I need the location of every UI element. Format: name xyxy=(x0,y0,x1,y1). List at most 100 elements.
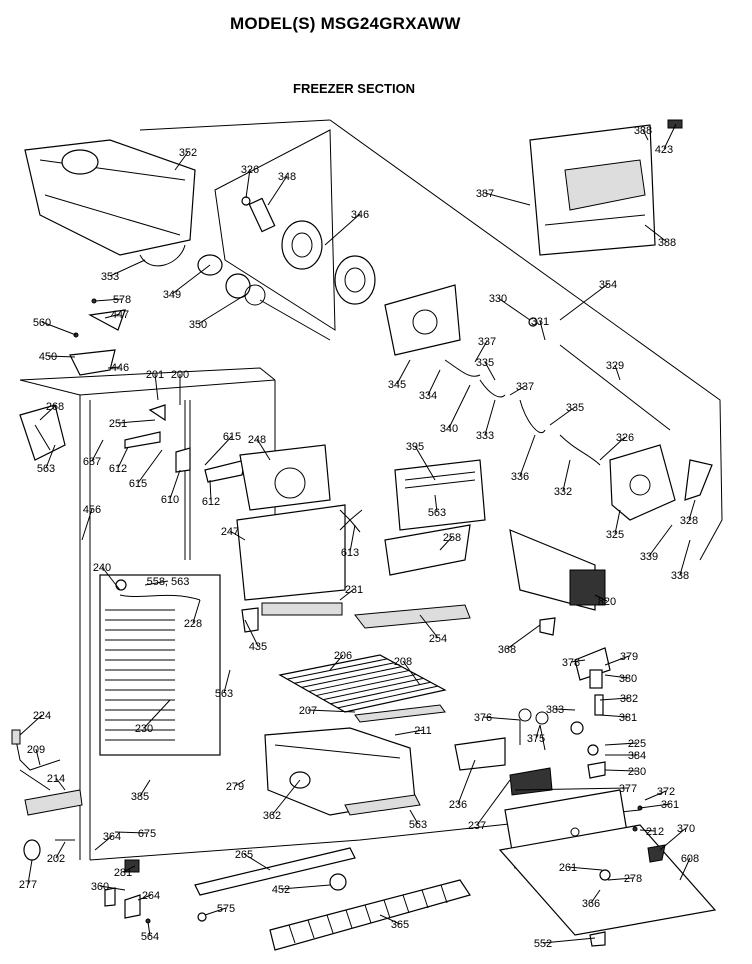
part-number-label: 388 xyxy=(634,125,652,137)
leader-line xyxy=(229,530,246,541)
grille-slat xyxy=(402,894,410,914)
leader-line xyxy=(688,499,696,521)
part-number-label: 212 xyxy=(646,826,664,838)
leader-line xyxy=(324,213,361,246)
part-number-label: 200 xyxy=(171,369,189,381)
callout-labels: 3523263483464233883873883533493503545784… xyxy=(0,0,699,950)
part-number-label: 325 xyxy=(606,529,624,541)
dispenser-door xyxy=(529,119,683,256)
leader-line xyxy=(137,894,152,901)
part-number-label: 564 xyxy=(141,931,159,943)
leader-line xyxy=(147,921,151,937)
leader-line xyxy=(549,406,576,426)
leader-line xyxy=(639,803,671,809)
leader-lines xyxy=(19,123,696,944)
part-number-label: 612 xyxy=(109,463,127,475)
leader-line xyxy=(243,853,271,871)
leader-line xyxy=(109,259,146,277)
leader-line xyxy=(604,674,629,679)
part-number-label: 328 xyxy=(680,515,698,527)
part-number-label: 612 xyxy=(202,496,220,508)
part-number-label: 231 xyxy=(345,584,363,596)
part-number-label: 370 xyxy=(677,823,695,835)
leader-line xyxy=(604,742,638,746)
icemaker-module xyxy=(509,529,606,636)
rack-wire xyxy=(337,685,438,709)
part-number-label: 335 xyxy=(476,357,494,369)
icemaker xyxy=(609,444,713,521)
part-number-label: 687 xyxy=(83,456,101,468)
leader-line xyxy=(514,787,629,791)
leader-line xyxy=(539,320,546,341)
rack-wire xyxy=(301,666,402,688)
leader-line xyxy=(174,151,189,171)
part-number-label: 610 xyxy=(161,494,179,506)
part-number-label: 376 xyxy=(474,712,492,724)
leader-line xyxy=(349,524,356,553)
rack-wire xyxy=(323,677,424,701)
section-title: FREEZER SECTION xyxy=(293,81,416,96)
leader-line xyxy=(91,439,104,462)
part-number-label: 378 xyxy=(562,657,580,669)
part-number-label: 675 xyxy=(138,828,156,840)
rack-wire xyxy=(287,658,388,680)
part-number-label: 563 xyxy=(37,463,55,475)
leader-line xyxy=(99,885,126,891)
leader-line xyxy=(19,714,43,736)
part-number-label: 338 xyxy=(671,570,689,582)
leader-line xyxy=(679,857,691,881)
grille-slat xyxy=(326,914,334,934)
part-number-label: 379 xyxy=(620,651,638,663)
part-number-label: 264 xyxy=(142,890,160,902)
leader-line xyxy=(94,298,123,302)
rack-wire xyxy=(330,681,431,705)
bottom-rail xyxy=(194,847,356,922)
leader-line xyxy=(599,714,629,718)
part-number-label: 452 xyxy=(272,884,290,896)
tubing-and-rails xyxy=(11,729,83,861)
leader-line xyxy=(244,619,259,647)
part-number-label: 575 xyxy=(217,903,235,915)
leader-line xyxy=(55,777,66,791)
leader-line xyxy=(642,129,649,141)
part-number-label: 279 xyxy=(226,781,244,793)
leader-line xyxy=(476,779,511,826)
part-number-label: 613 xyxy=(341,547,359,559)
part-number-label: 329 xyxy=(606,360,624,372)
leader-line xyxy=(604,769,638,772)
leader-line xyxy=(81,508,93,541)
leader-line xyxy=(402,660,421,686)
part-number-label: 251 xyxy=(109,418,127,430)
part-number-label: 450 xyxy=(39,351,57,363)
leader-line xyxy=(570,659,586,663)
part-number-label: 281 xyxy=(114,867,132,879)
auger-assembly xyxy=(197,129,376,341)
ice-bucket xyxy=(24,139,196,267)
part-number-label: 261 xyxy=(559,862,577,874)
leader-line xyxy=(506,624,541,650)
leader-line xyxy=(101,566,121,591)
part-number-label: 331 xyxy=(531,316,549,328)
part-number-label: 578 xyxy=(113,294,131,306)
part-number-label: 277 xyxy=(19,879,37,891)
leader-line xyxy=(419,614,439,639)
part-number-label: 385 xyxy=(131,791,149,803)
part-number-label: 334 xyxy=(419,390,437,402)
leader-line xyxy=(107,366,121,369)
grille-slat xyxy=(440,884,448,904)
leader-line xyxy=(448,384,471,429)
part-number-label: 456 xyxy=(83,504,101,516)
part-number-label: 353 xyxy=(101,271,119,283)
leader-line xyxy=(280,884,331,890)
part-number-label: 336 xyxy=(511,471,529,483)
part-number-label: 380 xyxy=(619,673,637,685)
toe-grille xyxy=(269,879,471,951)
part-number-label: 346 xyxy=(351,209,369,221)
leader-line xyxy=(679,539,691,576)
part-number-label: 366 xyxy=(582,898,600,910)
grille-slat xyxy=(307,919,315,939)
leader-line xyxy=(427,369,441,396)
part-number-label: 237 xyxy=(468,820,486,832)
leader-line xyxy=(607,877,634,881)
shelf-trim xyxy=(241,524,471,633)
